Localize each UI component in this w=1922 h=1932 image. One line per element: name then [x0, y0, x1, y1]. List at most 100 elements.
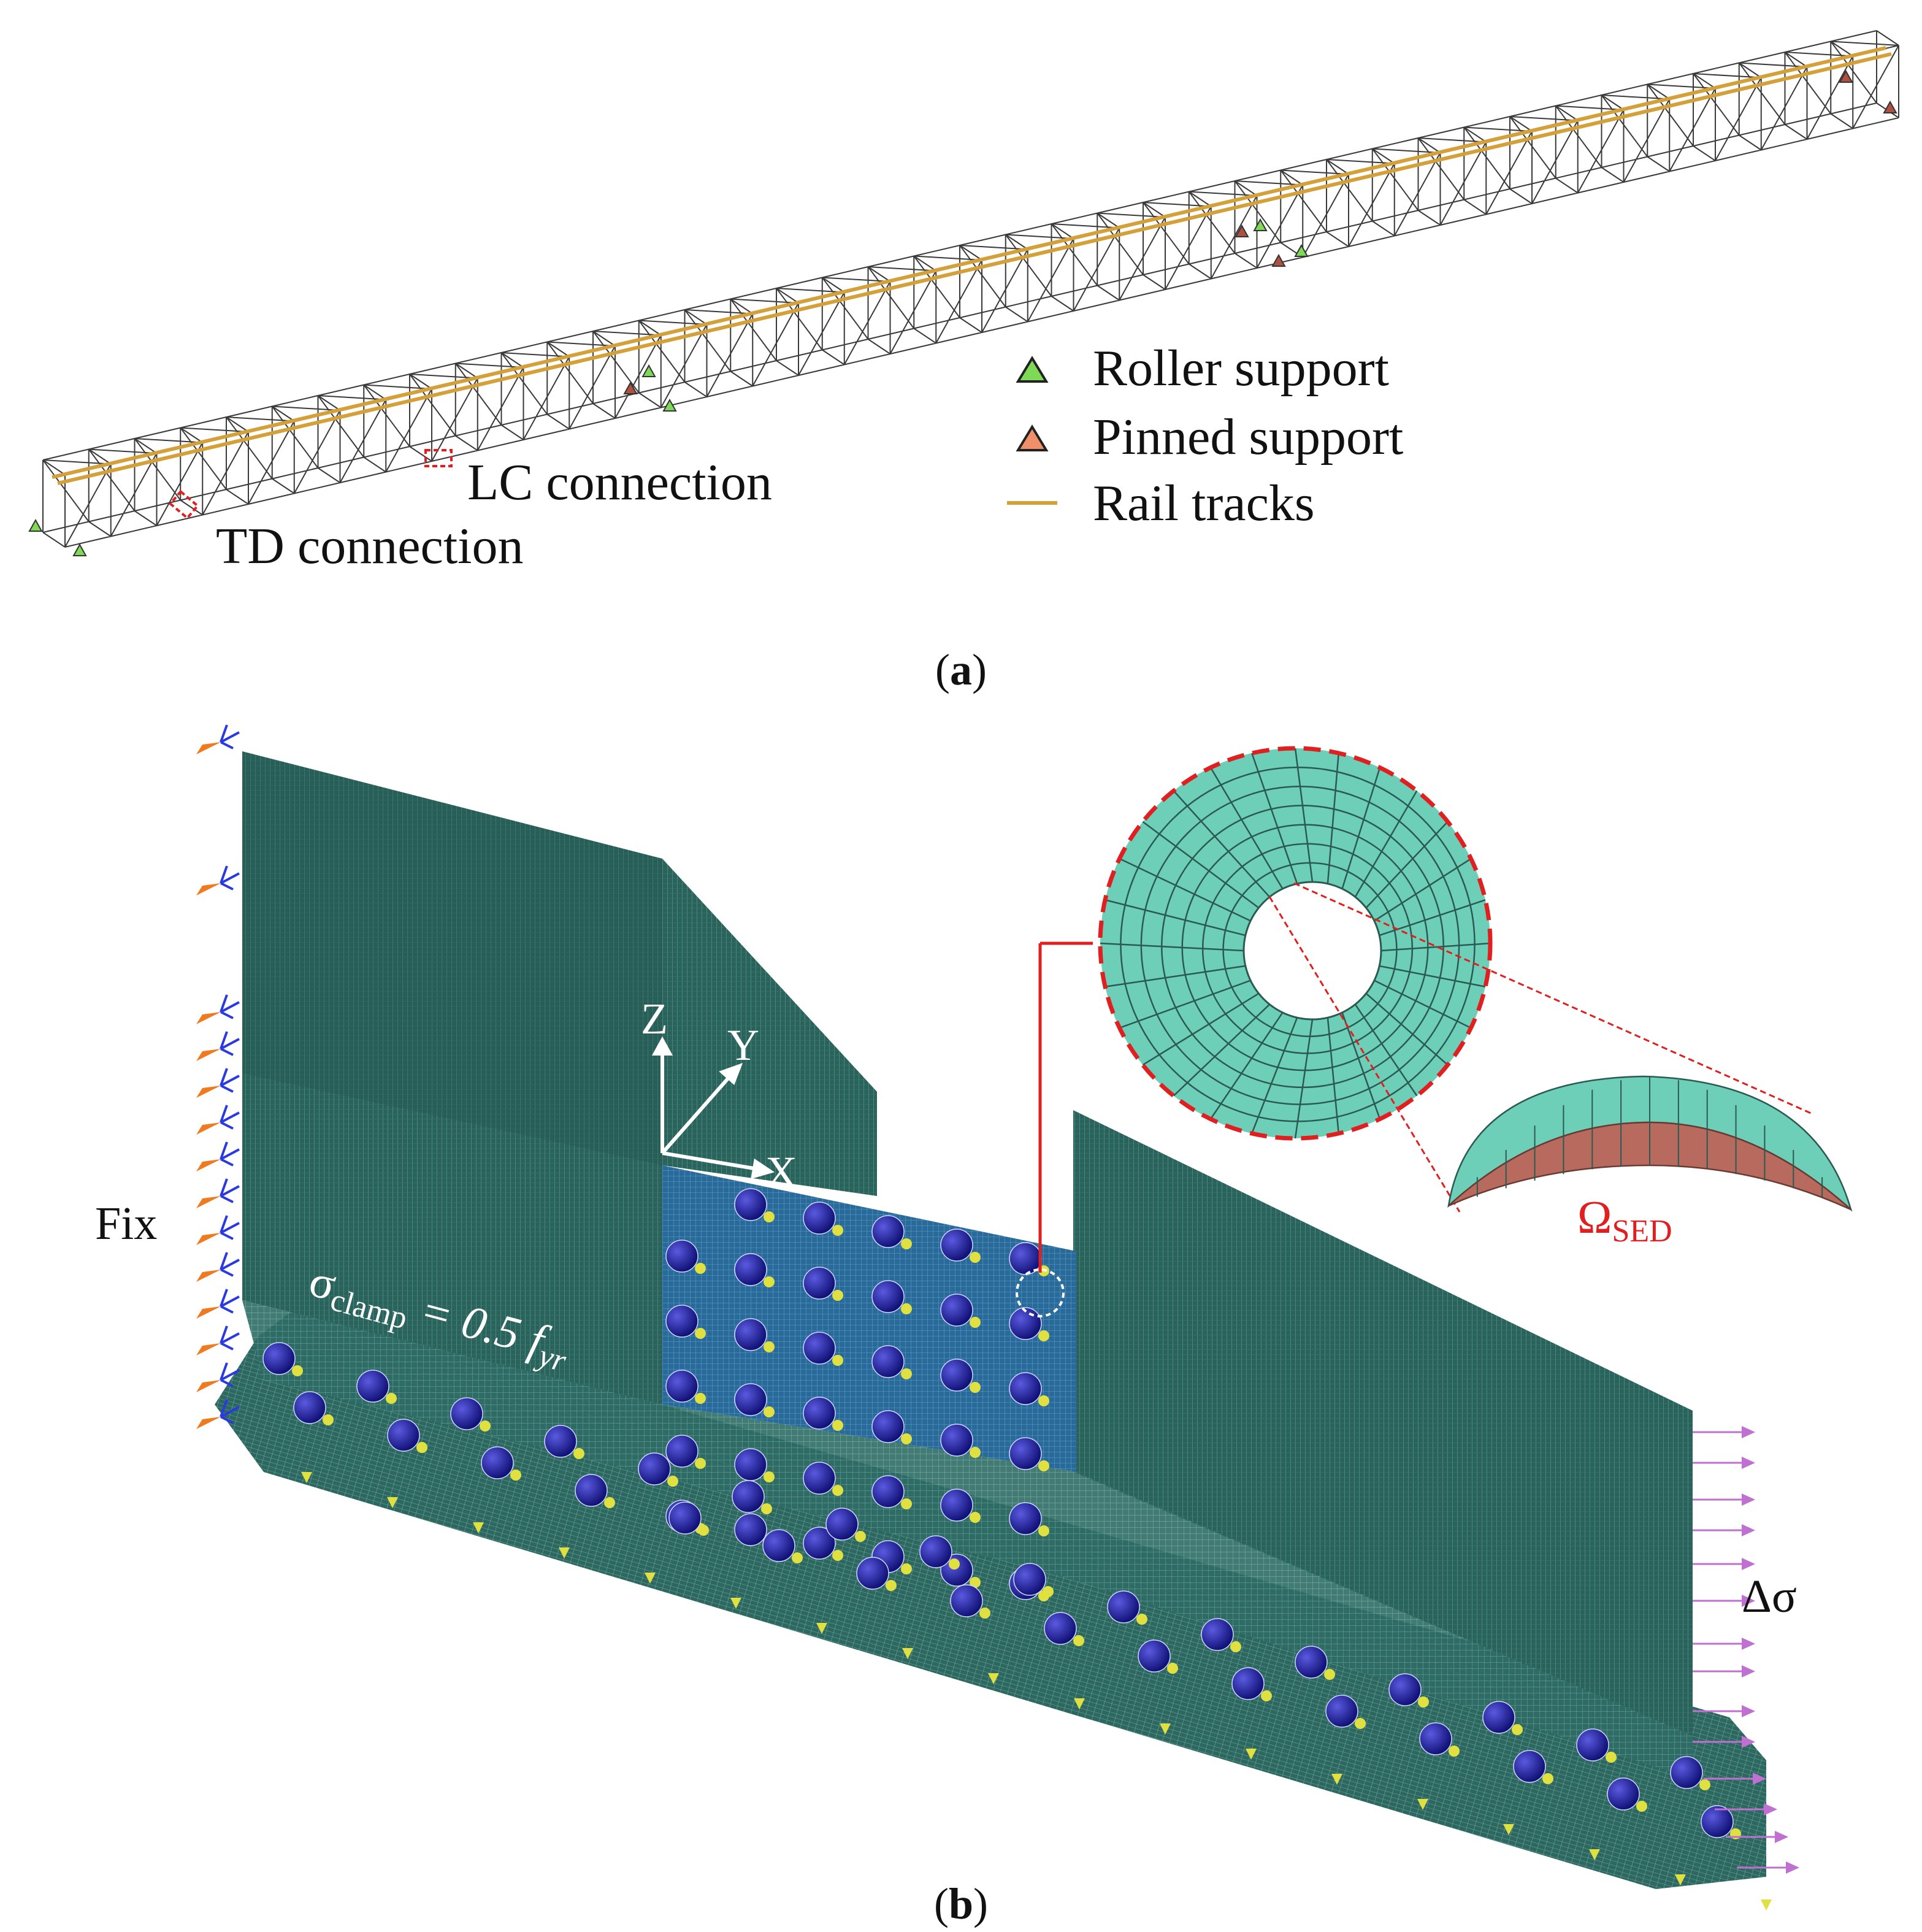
bolt-nut: [902, 1648, 913, 1659]
fix-arrow-blue: [220, 1362, 240, 1387]
td-connection-label: TD connection: [216, 518, 524, 575]
fix-arrow-blue: [220, 1215, 240, 1240]
rail-track-2: [57, 52, 1892, 485]
bolt-nut: [1246, 1749, 1257, 1760]
support-marker: [623, 381, 638, 394]
bolt-head: [1138, 1639, 1171, 1673]
bolt-head: [732, 1480, 765, 1513]
zoom-mesh-radial: [1341, 767, 1381, 889]
bolt-washer: [1324, 1669, 1335, 1680]
bolt-nut: [1761, 1899, 1772, 1911]
bolt-head: [803, 1332, 836, 1365]
bolt-washer: [323, 1414, 334, 1425]
bolt-head: [871, 1280, 905, 1313]
bolt-head: [871, 1215, 905, 1248]
bolt-washer: [832, 1355, 843, 1366]
fix-arrow-blue: [220, 865, 240, 891]
bolt-washer: [901, 1368, 912, 1379]
bolt-head: [1419, 1722, 1452, 1755]
zoom-mesh-radial: [1327, 753, 1340, 884]
truss-bridge-model: [28, 30, 1899, 556]
bolt-washer: [1418, 1696, 1429, 1708]
bolt-nut: [1589, 1849, 1600, 1860]
load-arrow-head: [1742, 1493, 1755, 1506]
zoom-mesh-radial: [1379, 965, 1486, 987]
bolt-head: [734, 1383, 767, 1416]
bolt-washer: [1261, 1690, 1272, 1701]
load-arrow-head: [1742, 1426, 1755, 1438]
bolt-nut: [473, 1522, 484, 1533]
zoom-mesh-radial: [1251, 1017, 1298, 1134]
bolt-washer: [1449, 1746, 1460, 1757]
bolt-head: [940, 1229, 973, 1262]
bolt-washer: [764, 1406, 775, 1417]
bolt-head: [919, 1535, 952, 1568]
zoom-hole: [1242, 881, 1382, 1021]
bolt-head: [803, 1527, 836, 1560]
zoom-mesh-radial: [1105, 899, 1246, 937]
fix-arrow: [196, 1417, 221, 1429]
bolt-washer: [416, 1442, 427, 1453]
bolt-washer: [1136, 1614, 1147, 1625]
bolt-heads: [262, 1188, 1741, 1839]
fix-arrow-blue: [220, 1105, 240, 1130]
zoom-mesh-radial: [1173, 1003, 1271, 1097]
zoom-mesh-radial: [1354, 1003, 1418, 1097]
fe-model: [196, 724, 1799, 1911]
bolt-head: [825, 1508, 859, 1541]
pinned-support-legend-icon: [1016, 424, 1049, 451]
zoom-mesh-ring: [1140, 786, 1460, 1105]
bolt-washer: [1167, 1663, 1178, 1674]
bolt-head: [1013, 1563, 1046, 1596]
bolt-head: [803, 1267, 836, 1300]
zoom-mesh-radial: [1327, 1018, 1340, 1134]
bolt-head: [1295, 1646, 1328, 1679]
bolt-nut: [1074, 1698, 1085, 1709]
zoom-mesh-radial: [1374, 979, 1472, 1029]
fix-arrow: [196, 1270, 221, 1282]
bolt-washer: [1512, 1724, 1523, 1735]
fix-arrow-blue: [220, 1325, 240, 1351]
fix-arrow: [196, 1012, 221, 1024]
bolt-washer: [901, 1238, 912, 1249]
zoom-mesh-radial: [1173, 790, 1271, 898]
bolt-head: [734, 1253, 767, 1286]
bolt-head: [1513, 1750, 1546, 1783]
bolt-head: [481, 1446, 514, 1479]
zoom-mesh-radial: [1374, 857, 1472, 922]
bolt-washer: [901, 1498, 912, 1509]
bolt-washer: [832, 1550, 843, 1561]
bolt-washer: [970, 1382, 981, 1393]
bolt-nut: [730, 1598, 741, 1609]
bolt-head: [450, 1397, 483, 1430]
bolt-washer: [292, 1365, 303, 1376]
zoom-mesh-radial: [1119, 857, 1251, 922]
bolt-washer: [1636, 1801, 1647, 1812]
zoom-mesh-radial: [1251, 753, 1298, 884]
bolt-washer: [1038, 1330, 1049, 1341]
bolt-head: [762, 1529, 795, 1562]
zoom-outline: [1098, 746, 1493, 1141]
bolt-head: [575, 1474, 608, 1507]
bolt-head: [940, 1359, 973, 1392]
fix-arrow-blue: [220, 1068, 240, 1093]
bolt-head: [871, 1410, 905, 1443]
zoom-mesh-radial: [1119, 979, 1251, 1029]
bolt-nut: [645, 1573, 656, 1584]
bolt-head: [950, 1584, 983, 1617]
bolt-head: [356, 1370, 389, 1403]
load-arrow-head: [1786, 1861, 1799, 1874]
bolt-head: [1107, 1590, 1140, 1623]
bolt-washer: [832, 1290, 843, 1301]
load-arrow-head: [1742, 1638, 1755, 1650]
zoom-mesh-radial: [1142, 992, 1260, 1066]
lower-web-strip: [242, 1300, 1693, 1779]
bolt-washer: [510, 1470, 521, 1481]
rail-tracks-line: [52, 46, 1892, 485]
omega-sed-label: ΩSED: [1577, 1192, 1672, 1249]
bolt-washer: [832, 1485, 843, 1496]
bolt-head: [1388, 1673, 1422, 1706]
bolt-washer: [1606, 1752, 1617, 1763]
bolt-head: [665, 1435, 699, 1468]
bolt-tails: [301, 1472, 1772, 1911]
